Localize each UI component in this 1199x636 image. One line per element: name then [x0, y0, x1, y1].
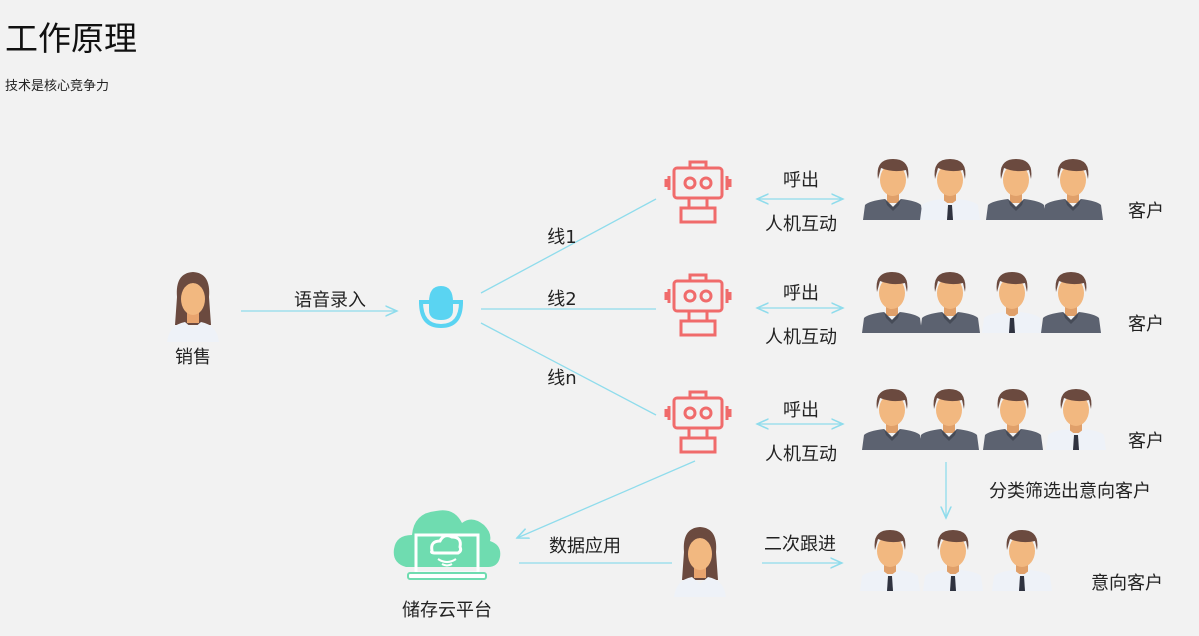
customer-avatar — [1046, 385, 1106, 450]
data-app-label: 数据应用 — [549, 536, 621, 557]
sales-label: 销售 — [175, 347, 211, 368]
customer-avatar — [1043, 155, 1103, 220]
outbound-label: 呼出 — [783, 170, 819, 191]
customer-avatar — [862, 268, 922, 333]
robot-icon — [663, 160, 733, 226]
intent-customer-avatar — [860, 526, 920, 591]
microphone-icon — [419, 284, 463, 328]
intent-customer-avatar — [923, 526, 983, 591]
interaction-label: 人机互动 — [765, 214, 837, 235]
sales-woman-avatar — [163, 267, 223, 342]
interaction-label: 人机互动 — [765, 327, 837, 348]
outbound-label: 呼出 — [783, 283, 819, 304]
to-cloud-arrow — [517, 460, 696, 538]
customer-avatar — [862, 385, 922, 450]
page-title: 工作原理 — [5, 19, 137, 58]
page-subtitle: 技术是核心竞争力 — [5, 79, 110, 94]
customer-avatar — [983, 385, 1043, 450]
customer-avatar — [986, 155, 1046, 220]
customer-avatar — [920, 155, 980, 220]
line-1-connector — [480, 198, 657, 294]
followup-woman-avatar — [670, 522, 730, 597]
intent-customer-avatar — [992, 526, 1052, 591]
robot-icon — [663, 273, 733, 339]
voice-input-label: 语音录入 — [294, 290, 366, 311]
outbound-label: 呼出 — [783, 400, 819, 421]
customers-label: 客户 — [1128, 314, 1164, 335]
intent-customers-label: 意向客户 — [1091, 573, 1163, 594]
customers-label: 客户 — [1128, 431, 1164, 452]
cloud-storage-icon — [392, 505, 502, 583]
line-1-label: 线1 — [547, 227, 577, 248]
cloud-label: 储存云平台 — [402, 600, 492, 621]
filter-label: 分类筛选出意向客户 — [989, 481, 1151, 502]
customers-label: 客户 — [1128, 201, 1164, 222]
followup-label: 二次跟进 — [764, 534, 836, 555]
customer-avatar — [1041, 268, 1101, 333]
line-n-connector — [480, 322, 657, 416]
robot-icon — [663, 390, 733, 456]
line-n-label: 线n — [547, 368, 577, 389]
line-2-label: 线2 — [547, 289, 577, 310]
customer-avatar — [919, 385, 979, 450]
customer-avatar — [920, 268, 980, 333]
customer-avatar — [863, 155, 923, 220]
interaction-label: 人机互动 — [765, 444, 837, 465]
customer-avatar — [982, 268, 1042, 333]
